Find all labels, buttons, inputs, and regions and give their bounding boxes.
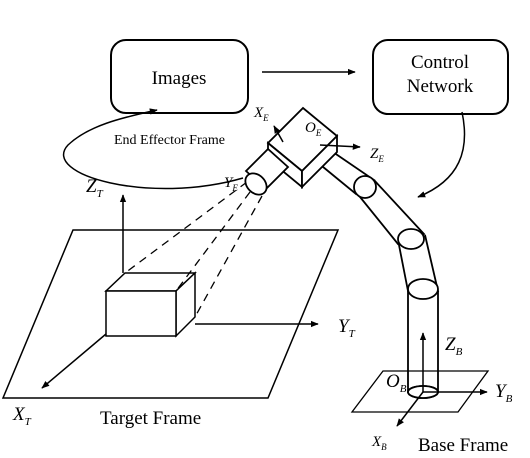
target-plane — [1, 229, 340, 399]
end-effector-frame-label: End Effector Frame — [114, 133, 225, 148]
y-b-label: YB — [495, 381, 513, 405]
z-e-axis — [319, 143, 361, 150]
robot-arm — [316, 149, 440, 399]
base-frame-label: Base Frame — [418, 435, 508, 456]
control-network-label-line1: Control — [411, 52, 469, 73]
o-b-label: OB — [386, 371, 407, 395]
target-object — [104, 271, 197, 338]
z-t-label: ZT — [86, 176, 104, 200]
camera-view-lines — [124, 181, 263, 318]
x-e-label: XE — [253, 105, 269, 123]
x-t-axis — [41, 333, 107, 389]
images-box — [110, 39, 249, 114]
control-network-box — [372, 39, 509, 115]
y-e-label: YE — [224, 175, 238, 193]
target-frame-label: Target Frame — [100, 408, 201, 429]
x-b-axis — [396, 391, 424, 427]
x-b-label: XB — [371, 434, 387, 452]
images-box-label: Images — [152, 68, 207, 89]
end-effector-camera — [244, 106, 339, 196]
z-e-label: ZE — [370, 146, 384, 164]
z-b-label: ZB — [445, 334, 463, 358]
camera-to-images-arrow — [62, 108, 244, 190]
network-to-robot-arrow — [417, 111, 466, 198]
o-e-label: OE — [305, 120, 322, 138]
x-e-axis — [273, 125, 284, 143]
control-network-label-line2: Network — [407, 76, 474, 97]
x-t-label: XT — [12, 404, 32, 428]
base-plane — [350, 370, 490, 413]
y-t-label: YT — [338, 316, 356, 340]
